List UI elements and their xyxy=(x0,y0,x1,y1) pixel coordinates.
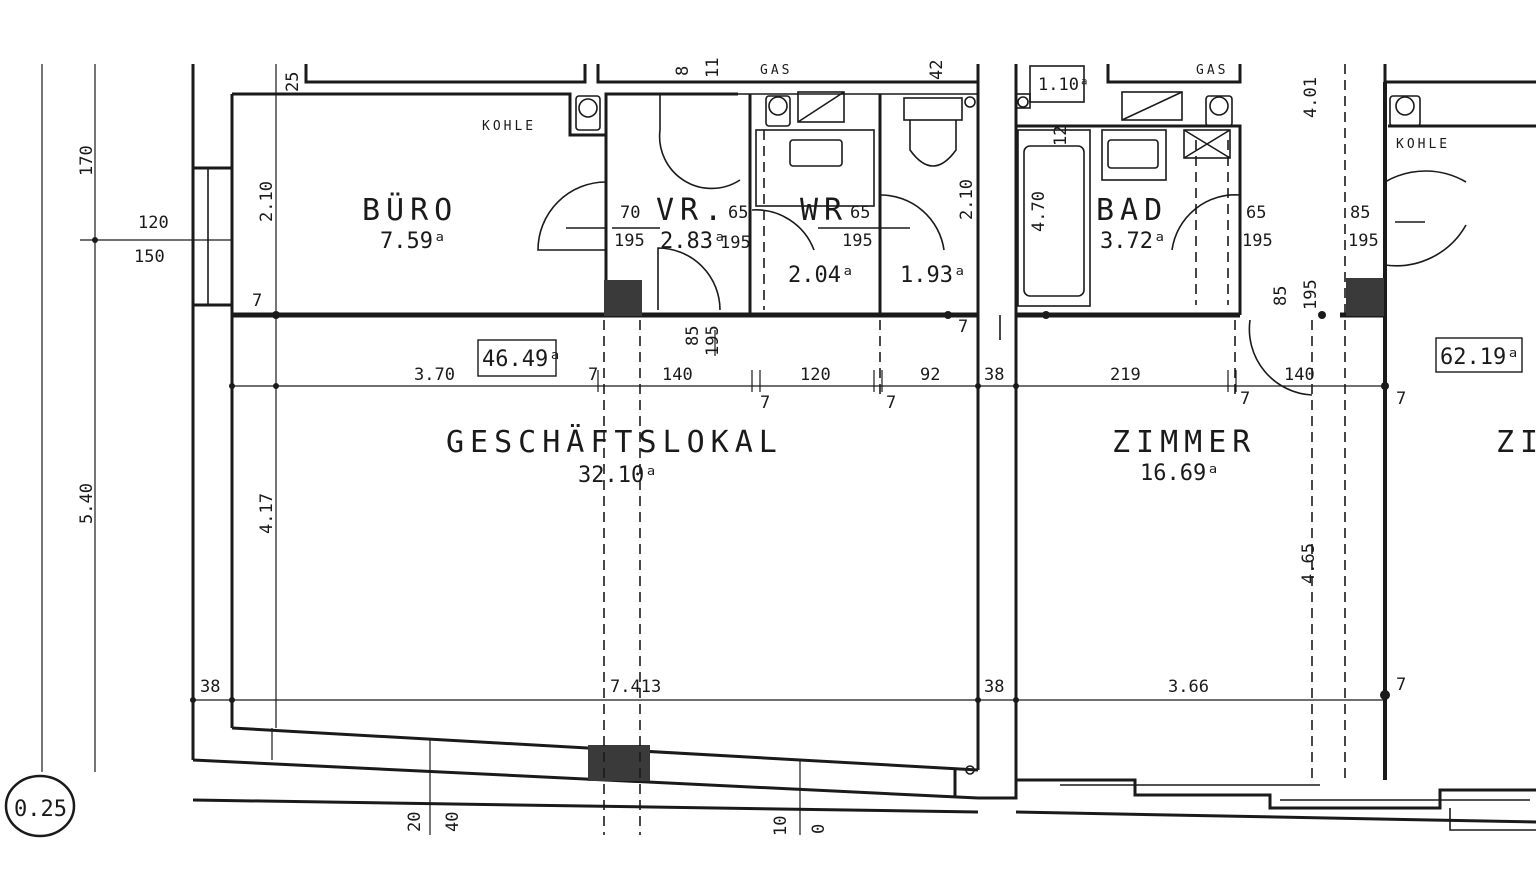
dim-42: 42 xyxy=(927,60,947,80)
dim-70: 70 xyxy=(620,203,640,223)
room-wr-area: 2.04ᵃ xyxy=(788,263,854,288)
room-vr-name: VR. xyxy=(656,193,728,228)
room-zimmer2-name: ZI xyxy=(1496,425,1536,460)
unit1-total-area: 46.49ᵃ xyxy=(482,347,561,372)
dim-85-b: 85 xyxy=(1271,286,1291,306)
dim-140-right: 140 xyxy=(1284,365,1315,385)
unit2-total-area: 62.19ᵃ xyxy=(1440,345,1519,370)
dim-11: 11 xyxy=(703,58,723,78)
dim-150: 150 xyxy=(134,247,165,267)
room-buero-name: BÜRO xyxy=(362,192,458,228)
dim-120: 120 xyxy=(138,213,169,233)
unit1-area-box xyxy=(477,339,557,377)
dim-417: 4.17 xyxy=(257,493,277,534)
dim-470: 4.70 xyxy=(1029,191,1049,232)
label-gas-1: GAS xyxy=(760,63,792,78)
dim-219: 219 xyxy=(1110,365,1141,385)
dimension-labels: 170 120 150 5.40 25 2.10 7 4.17 3.70 7 1… xyxy=(77,58,1406,836)
dim-140-left: 140 xyxy=(662,365,693,385)
label-kohle-1: KOHLE xyxy=(482,119,536,134)
dim-85-a: 85 xyxy=(683,326,703,346)
dim-7413: 7.413 xyxy=(610,677,661,697)
dim-195-a: 195 xyxy=(614,231,645,251)
dim-120-mid: 120 xyxy=(800,365,831,385)
label-kohle-2: KOHLE xyxy=(1396,137,1450,152)
unit2-area-box xyxy=(1435,337,1523,373)
dim-7-c: 7 xyxy=(886,393,896,413)
dim-7-left: 7 xyxy=(252,291,262,311)
dim-12: 12 xyxy=(1051,126,1071,146)
dim-195-c: 195 xyxy=(842,231,873,251)
dim-38-top: 38 xyxy=(984,365,1004,385)
dim-8: 8 xyxy=(673,66,693,76)
dim-7-b: 7 xyxy=(760,393,770,413)
dim-65-c: 65 xyxy=(1246,203,1266,223)
dim-7-g: 7 xyxy=(1396,675,1406,695)
room-vr-area: 2.83ᵃ xyxy=(660,229,726,254)
dim-170: 170 xyxy=(77,145,97,176)
dim-210-left: 2.10 xyxy=(257,181,277,222)
dim-366: 3.66 xyxy=(1168,677,1209,697)
area-totals: 46.49ᵃ 62.19ᵃ 0.25 xyxy=(14,345,1519,822)
fixtures xyxy=(575,65,1421,775)
label-gas-2: GAS xyxy=(1196,63,1228,78)
dim-38-left: 38 xyxy=(200,677,220,697)
dim-85-c: 85 xyxy=(1350,203,1370,223)
dim-370: 3.70 xyxy=(414,365,455,385)
dim-195-e: 195 xyxy=(703,325,723,356)
dim-195-g: 195 xyxy=(1348,231,1379,251)
room-zimmer-name: ZIMMER xyxy=(1112,425,1256,460)
dashed-lines xyxy=(603,64,1346,835)
dim-7-f: 7 xyxy=(958,317,968,337)
dim-195-b: 195 xyxy=(720,233,751,253)
dim-7-mid: 7 xyxy=(588,365,598,385)
walls xyxy=(191,64,1536,831)
dim-92: 92 xyxy=(920,365,940,385)
dim-65-a: 65 xyxy=(728,203,748,223)
dim-195-d: 195 xyxy=(1242,231,1273,251)
dim-38-mid: 38 xyxy=(984,677,1004,697)
dimension-lines xyxy=(41,64,1390,835)
dim-65-b: 65 xyxy=(850,203,870,223)
dim-401: 4.01 xyxy=(1301,77,1321,118)
dim-7-d: 7 xyxy=(1240,389,1250,409)
room-bad-area: 3.72ᵃ xyxy=(1100,229,1166,254)
room-laden-area: 32.10ᵃ xyxy=(578,463,657,488)
dim-210-right: 2.10 xyxy=(957,179,977,220)
small-room-area: 1.10ᵃ xyxy=(1038,75,1089,95)
level-marker-text: 0.25 xyxy=(14,797,67,822)
dim-195-f: 195 xyxy=(1301,279,1321,310)
dim-7-e: 7 xyxy=(1396,389,1406,409)
dim-25: 25 xyxy=(283,72,303,92)
dim-40: 40 xyxy=(443,812,463,832)
room-laden-name: GESCHÄFTSLOKAL xyxy=(446,424,783,460)
room-wc-area: 1.93ᵃ xyxy=(900,263,966,288)
room-zimmer-area: 16.69ᵃ xyxy=(1140,461,1219,486)
room-bad-name: BAD xyxy=(1096,193,1168,228)
room-labels: BÜRO 7.59ᵃ VR. 2.83ᵃ WR 2.04ᵃ 1.93ᵃ BAD … xyxy=(362,75,1536,488)
room-buero-area: 7.59ᵃ xyxy=(380,229,446,254)
dim-540: 5.40 xyxy=(77,483,97,524)
dim-0: 0 xyxy=(809,824,829,834)
fixture-labels: KOHLE KOHLE GAS GAS xyxy=(482,63,1450,152)
dim-10: 10 xyxy=(771,816,791,836)
dim-20: 20 xyxy=(405,812,425,832)
level-marker xyxy=(4,774,76,838)
room-wr-name: WR xyxy=(800,193,848,228)
dim-465: 4.65 xyxy=(1299,543,1319,584)
doors xyxy=(537,94,1467,396)
